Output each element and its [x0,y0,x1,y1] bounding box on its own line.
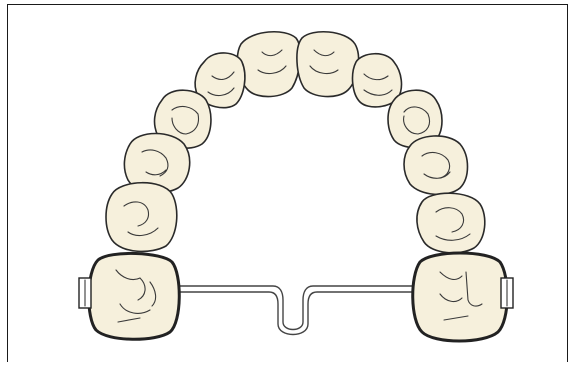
tooth-first-molar-banded-left [89,253,180,339]
tooth-first-molar-banded-right [413,253,508,341]
tooth-second-premolar-right [417,193,485,253]
tooth-central-incisor-right [297,32,359,97]
tooth-first-premolar-right [404,136,468,194]
tooth-central-incisor-left [237,32,300,97]
tooth-second-premolar-left [106,183,177,252]
